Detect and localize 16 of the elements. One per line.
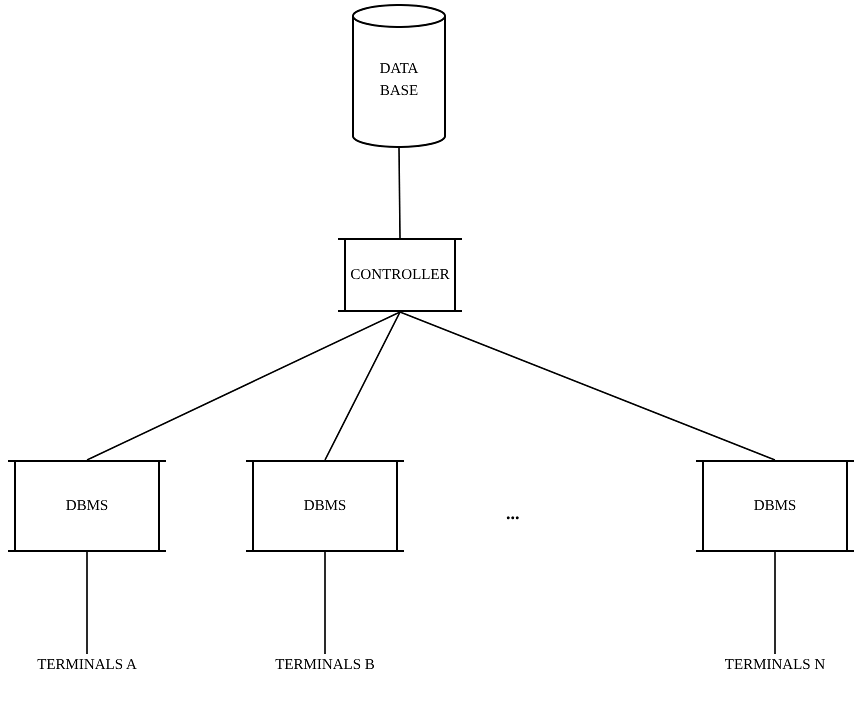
node-label: TERMINALS N — [724, 656, 826, 675]
node-label: TERMINALS B — [275, 656, 375, 675]
node-label: DBMS — [66, 497, 108, 516]
node-label: DBMS — [304, 497, 346, 516]
connector-line — [398, 148, 401, 238]
connector-line — [86, 311, 400, 461]
ellipsis-label: ... — [506, 502, 520, 525]
connector-line — [324, 312, 401, 460]
connector-line — [774, 552, 776, 654]
node-label: DBMS — [754, 497, 796, 516]
node-label: DATA BASE — [378, 60, 420, 101]
connector-line — [400, 311, 776, 461]
node-label: TERMINALS A — [37, 656, 137, 675]
node-label: CONTROLLER — [350, 266, 450, 285]
connector-line — [86, 552, 88, 654]
connector-line — [324, 552, 326, 654]
